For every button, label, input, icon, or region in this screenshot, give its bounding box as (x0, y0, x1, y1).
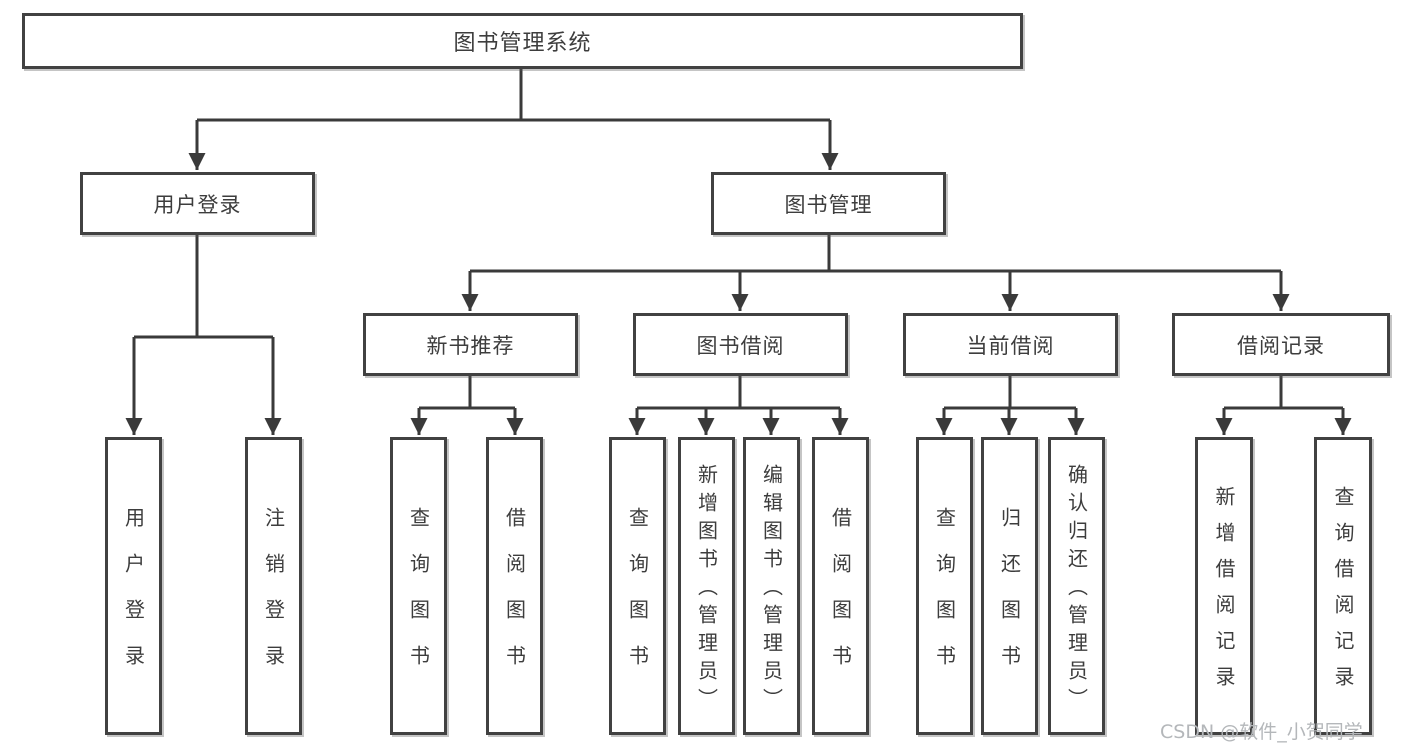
leaf-borrow-books-recommend: 借阅图书 (486, 437, 543, 735)
node-book-management: 图书管理 (711, 172, 946, 235)
leaf-query-books-current: 查询图书 (916, 437, 973, 735)
node-book-borrowing: 图书借阅 (633, 313, 848, 376)
node-current-borrowing: 当前借阅 (903, 313, 1118, 376)
leaf-confirm-return-admin: 确认归还（管理员） (1048, 437, 1105, 735)
node-borrowing-records: 借阅记录 (1172, 313, 1390, 376)
leaf-add-borrow-record: 新增借阅记录 (1195, 437, 1253, 735)
leaf-user-login: 用户登录 (105, 437, 162, 735)
watermark: CSDN @软件_小贺同学 (1160, 721, 1363, 743)
node-root: 图书管理系统 (22, 13, 1023, 69)
leaf-query-books-recommend: 查询图书 (390, 437, 447, 735)
leaf-query-borrow-record: 查询借阅记录 (1314, 437, 1372, 735)
leaf-return-books: 归还图书 (981, 437, 1038, 735)
leaf-add-books-admin: 新增图书（管理员） (678, 437, 735, 735)
leaf-logout: 注销登录 (245, 437, 302, 735)
node-new-book-recommendation: 新书推荐 (363, 313, 578, 376)
leaf-borrow-books-borrow: 借阅图书 (812, 437, 869, 735)
leaf-edit-books-admin: 编辑图书（管理员） (743, 437, 800, 735)
node-user-login: 用户登录 (80, 172, 315, 235)
leaf-query-books-borrow: 查询图书 (609, 437, 666, 735)
